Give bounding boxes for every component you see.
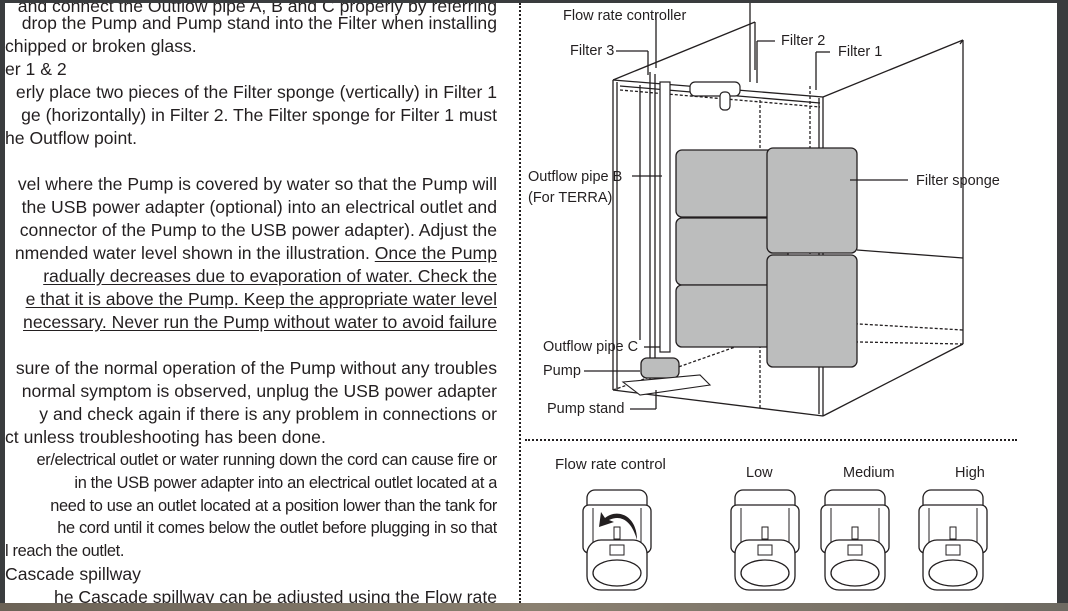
text-line-content: ge (horizontally) in Filter 2. The Filte… [21, 105, 497, 125]
text-line: sure of the normal operation of the Pump… [16, 358, 497, 378]
text-line-content: connector of the Pump to the USB power a… [19, 220, 497, 240]
tank-edge [822, 39, 964, 98]
text-line: radually decreases due to evaporation of… [43, 266, 497, 286]
knob-indicator [851, 526, 859, 540]
text-line-content: he cord until it comes below the outlet … [57, 519, 497, 537]
text-line-content: er/electrical outlet or water running do… [36, 451, 497, 469]
knob-opening [740, 559, 790, 587]
label-outflow-pipe-b: Outflow pipe B [528, 169, 623, 185]
text-line: drop the Pump and Pump stand into the Fi… [22, 13, 497, 33]
text-line-content: normal symptom is observed, unplug the U… [21, 381, 497, 401]
instructions-text: and connect the Outflow pipe A, B and C … [5, 3, 497, 603]
text-line-content: nmended water level shown in the illustr… [14, 243, 375, 263]
text-line: er/electrical outlet or water running do… [36, 450, 497, 470]
filter-sponge [766, 254, 858, 368]
label-high: High [955, 465, 985, 481]
text-line: vel where the Pump is covered by water s… [18, 174, 497, 194]
text-line: ge (horizontally) in Filter 2. The Filte… [21, 105, 497, 125]
label-filter-sponge: Filter sponge [916, 173, 1000, 189]
tank-edge [856, 249, 964, 259]
text-line: need to use an outlet located at a posit… [50, 496, 497, 516]
label-low: Low [746, 465, 773, 481]
text-line: normal symptom is observed, unplug the U… [22, 381, 497, 401]
text-line-content: and connect the Outflow pipe A, B and C … [17, 3, 497, 16]
text-line-content: need to use an outlet located at a posit… [50, 497, 497, 515]
text-line-content: in the USB power adapter into an electri… [74, 474, 497, 492]
text-line: he Cascade spillway can be adjusted usin… [54, 587, 497, 603]
viewer-background [0, 603, 1068, 611]
text-line: in the USB power adapter into an electri… [74, 473, 497, 493]
text-line: nmended water level shown in the illustr… [15, 243, 497, 263]
text-line: y and check again if there is any proble… [39, 404, 497, 424]
text-line: l reach the outlet. [5, 541, 124, 561]
label-pump-stand: Pump stand [547, 401, 625, 417]
tank-edge [959, 39, 964, 45]
text-line: he cord until it comes below the outlet … [57, 518, 497, 538]
knob-indicator [761, 526, 769, 540]
text-line-content: e that it is above the Pump. Keep the ap… [25, 289, 497, 309]
label-pump: Pump [543, 363, 581, 379]
text-line-content: radually decreases due to evaporation of… [43, 266, 497, 286]
knob-notch [945, 544, 961, 556]
pump [640, 357, 680, 379]
text-line-content: vel where the Pump is covered by water s… [17, 174, 497, 194]
text-line-underlined: Once the Pump [374, 243, 497, 263]
text-line: chipped or broken glass. [5, 36, 197, 56]
text-line-content: necessary. Never run the Pump without wa… [23, 312, 497, 332]
text-line: the USB power adapter (optional) into an… [22, 197, 497, 217]
text-line: he Outflow point. [5, 128, 137, 148]
section-divider [525, 439, 1017, 441]
text-line-content: ct unless troubleshooting has been done. [5, 427, 326, 447]
filter-sponge [766, 147, 858, 254]
label-flow-rate-controller: Flow rate controller [563, 8, 687, 24]
text-line-content: chipped or broken glass. [5, 36, 197, 56]
filter-diagram [582, 3, 988, 591]
text-line-content: er 1 & 2 [5, 59, 67, 79]
text-line-content: Cascade spillway [5, 564, 141, 584]
text-line-content: he Outflow point. [5, 128, 138, 148]
knob-opening [830, 559, 880, 587]
text-line: ct unless troubleshooting has been done. [5, 427, 326, 447]
knob-notch [757, 544, 773, 556]
knob-opening [928, 559, 978, 587]
flow-rate-controller [689, 81, 741, 97]
knob-opening [592, 559, 642, 587]
text-line: and connect the Outflow pipe A, B and C … [18, 3, 497, 16]
text-line: e that it is above the Pump. Keep the ap… [26, 289, 497, 309]
text-line-content: sure of the normal operation of the Pump… [15, 358, 497, 378]
text-line-content: the USB power adapter (optional) into an… [21, 197, 497, 217]
column-divider [519, 3, 521, 603]
knob-indicator [613, 526, 621, 540]
text-line: connector of the Pump to the USB power a… [20, 220, 497, 240]
text-line-content: drop the Pump and Pump stand into the Fi… [21, 13, 497, 33]
label-filter-1: Filter 1 [838, 44, 883, 60]
knob-indicator [949, 526, 957, 540]
rotate-arrow-icon [599, 512, 637, 540]
text-line: necessary. Never run the Pump without wa… [23, 312, 497, 332]
tank-edge [612, 21, 756, 81]
manual-page: and connect the Outflow pipe A, B and C … [5, 3, 1057, 603]
text-line: erly place two pieces of the Filter spon… [16, 82, 497, 102]
text-line-content: erly place two pieces of the Filter spon… [15, 82, 497, 102]
knob-notch [609, 544, 625, 556]
label-medium: Medium [843, 465, 895, 481]
tank-edge [822, 343, 964, 417]
label-outflow-pipe-c: Outflow pipe C [543, 339, 639, 355]
knob-notch [847, 544, 863, 556]
flow-rate-control-title: Flow rate control [555, 456, 666, 473]
label-filter-3: Filter 3 [570, 43, 615, 59]
text-line: er 1 & 2 [5, 59, 67, 79]
outflow-pipe-b [659, 81, 671, 353]
outflow-spout [719, 91, 731, 111]
label-filter-2: Filter 2 [781, 33, 826, 49]
text-line-content: l reach the outlet. [5, 542, 125, 560]
text-line-content: he Cascade spillway can be adjusted usin… [53, 587, 497, 603]
label-for-terra: (For TERRA) [528, 190, 613, 206]
text-line: Cascade spillway [5, 564, 141, 584]
pump-stand [621, 374, 712, 396]
text-line-content: y and check again if there is any proble… [39, 404, 497, 424]
